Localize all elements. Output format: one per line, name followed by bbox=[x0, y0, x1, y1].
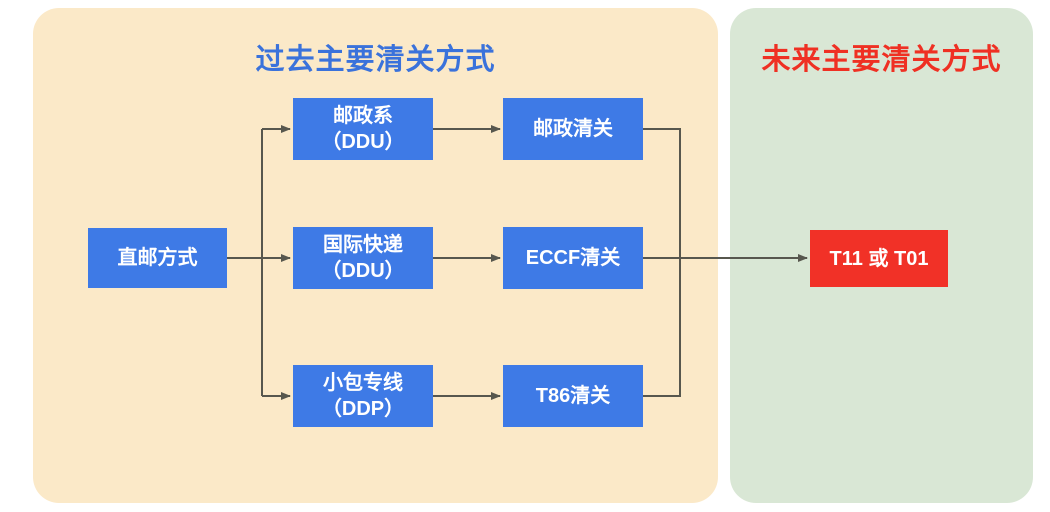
node-parcel-ddp-line2: （DDP） bbox=[321, 398, 405, 420]
node-parcel-ddp: 小包专线 （DDP） bbox=[293, 365, 433, 427]
node-intl-express-ddu-line1: 国际快递 bbox=[323, 234, 403, 256]
node-postal-ddu-line1: 邮政系 bbox=[333, 105, 393, 127]
panel-past-title: 过去主要清关方式 bbox=[255, 44, 496, 76]
panel-future-title: 未来主要清关方式 bbox=[761, 44, 1002, 76]
node-t86-clearance-label: T86清关 bbox=[535, 385, 611, 407]
node-postal-ddu: 邮政系 （DDU） bbox=[293, 98, 433, 160]
node-intl-express-ddu-line2: （DDU） bbox=[321, 260, 405, 282]
node-intl-express-ddu: 国际快递 （DDU） bbox=[293, 227, 433, 289]
panel-future-methods: 未来主要清关方式 bbox=[730, 8, 1033, 503]
node-postal-clearance-label: 邮政清关 bbox=[533, 118, 613, 140]
node-parcel-ddp-line1: 小包专线 bbox=[323, 372, 403, 394]
node-direct-mail: 直邮方式 bbox=[88, 228, 227, 288]
node-direct-mail-label: 直邮方式 bbox=[117, 247, 198, 269]
node-t11-or-t01-label: T11 或 T01 bbox=[829, 247, 929, 270]
node-t11-or-t01: T11 或 T01 bbox=[810, 230, 948, 287]
node-postal-ddu-line2: （DDU） bbox=[321, 131, 405, 153]
node-postal-clearance: 邮政清关 bbox=[503, 98, 643, 160]
node-eccf-clearance-label: ECCF清关 bbox=[525, 247, 621, 269]
node-eccf-clearance: ECCF清关 bbox=[503, 227, 643, 289]
node-t86-clearance: T86清关 bbox=[503, 365, 643, 427]
